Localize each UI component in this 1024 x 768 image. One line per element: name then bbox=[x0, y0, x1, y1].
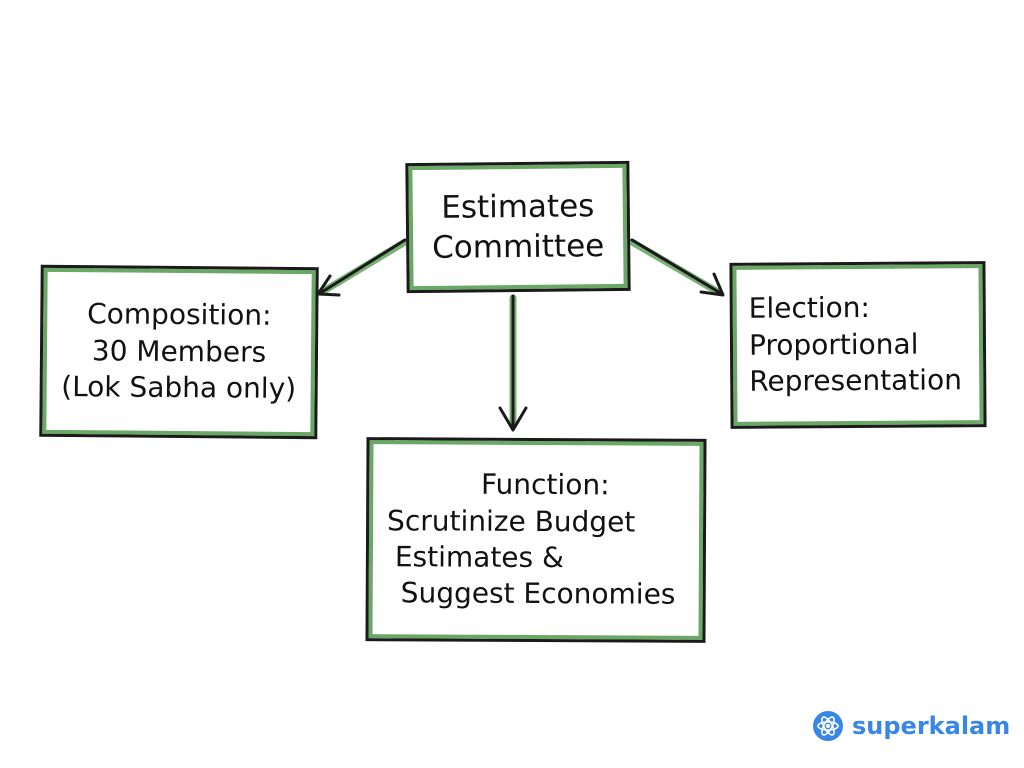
node-election: Election: Proportional Representation bbox=[729, 261, 987, 429]
brand-logo-text: superkalam bbox=[852, 712, 1011, 740]
node-function-line-1: Function: bbox=[480, 467, 610, 502]
node-function: Function: Scrutinize Budget Estimates & … bbox=[365, 437, 707, 643]
node-composition-line-3: (Lok Sabha only) bbox=[61, 370, 297, 406]
node-root-line-2: Committee bbox=[431, 228, 605, 266]
arrowhead-function bbox=[498, 406, 528, 432]
node-election-line-3: Representation bbox=[749, 363, 963, 398]
node-function-line-4: Suggest Economies bbox=[400, 576, 676, 612]
node-estimates-committee: Estimates Committee bbox=[405, 160, 631, 294]
brand-logo: superkalam bbox=[812, 706, 1010, 746]
node-composition: Composition: 30 Members (Lok Sabha only) bbox=[39, 264, 319, 440]
node-composition-line-1: Composition: bbox=[87, 297, 272, 333]
arrowhead-election bbox=[699, 272, 725, 297]
node-root-line-1: Estimates bbox=[441, 187, 595, 226]
node-function-line-3: Estimates & bbox=[394, 540, 564, 575]
edge-root-election bbox=[630, 238, 724, 296]
node-function-line-2: Scrutinize Budget bbox=[387, 503, 636, 539]
node-election-line-2: Proportional bbox=[748, 327, 919, 362]
edge-root-composition bbox=[320, 238, 407, 294]
node-election-line-1: Election: bbox=[748, 291, 871, 326]
node-composition-line-2: 30 Members bbox=[91, 334, 267, 369]
atom-logo-icon bbox=[813, 711, 843, 741]
